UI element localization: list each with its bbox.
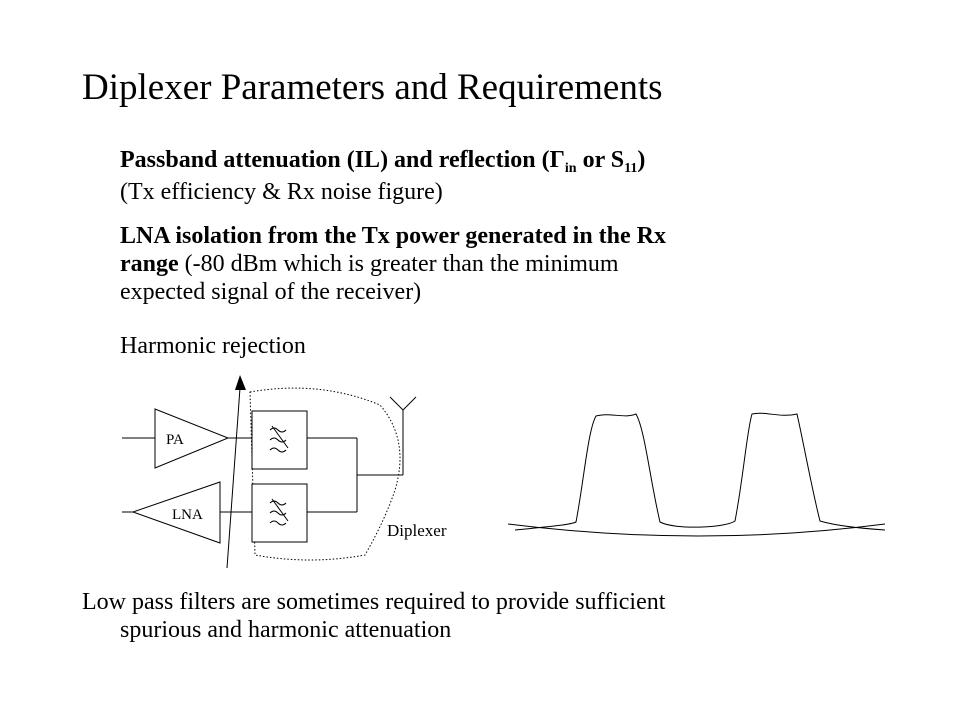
diplexer-label: Diplexer bbox=[387, 521, 447, 540]
subscript-11: 11 bbox=[624, 161, 638, 176]
tx-filter-box bbox=[251, 410, 308, 470]
item-lna-isolation: LNA isolation from the Tx power generate… bbox=[120, 222, 666, 306]
isolation-arrow bbox=[226, 387, 241, 569]
gamma-symbol: Γ bbox=[549, 147, 565, 173]
subscript-in: in bbox=[564, 161, 577, 176]
pa-label: PA bbox=[166, 432, 184, 448]
item2-line3: expected signal of the receiver) bbox=[120, 279, 422, 305]
item1-text-b: or S bbox=[576, 147, 625, 173]
item2-bold-word: range bbox=[120, 251, 179, 277]
item1-text-a: Passband attenuation (IL) and reflection… bbox=[120, 147, 550, 173]
item1-line2: (Tx efficiency & Rx noise figure) bbox=[120, 179, 443, 205]
item2-bold-line1: LNA isolation from the Tx power generate… bbox=[120, 223, 666, 249]
footer-line2: spurious and harmonic attenuation bbox=[120, 617, 452, 643]
lna-label: LNA bbox=[172, 507, 203, 523]
footer-line1: Low pass filters are sometimes required … bbox=[82, 589, 666, 615]
slide-title: Diplexer Parameters and Requirements bbox=[82, 67, 663, 108]
passband-response-curve bbox=[514, 412, 886, 531]
rx-filter-symbol bbox=[269, 498, 289, 526]
rx-filter-box bbox=[251, 483, 308, 543]
tx-filter-symbol bbox=[269, 425, 289, 453]
item1-text-c: ) bbox=[637, 147, 646, 173]
baseline-curve bbox=[507, 523, 886, 537]
arrow-head bbox=[235, 375, 246, 390]
diplexer-boundary bbox=[249, 387, 401, 561]
antenna-icon bbox=[389, 396, 417, 411]
item-passband-attenuation: Passband attenuation (IL) and reflection… bbox=[120, 146, 645, 206]
item-harmonic-rejection: Harmonic rejection bbox=[120, 333, 306, 359]
footer-note: Low pass filters are sometimes required … bbox=[82, 588, 665, 644]
item2-line2-rest: (-80 dBm which is greater than the minim… bbox=[178, 251, 619, 277]
